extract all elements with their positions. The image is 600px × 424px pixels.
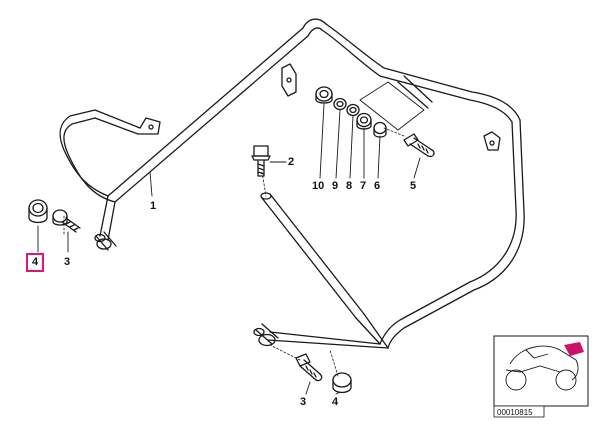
motorcycle-thumbnail (505, 345, 579, 391)
bolt-bottom (295, 353, 323, 382)
bottom-front-sleeve (253, 323, 279, 347)
leader-part-1 (149, 171, 153, 197)
thumbnail-reference-code: 00010815 (497, 408, 533, 417)
alignment-lines (63, 127, 405, 377)
callout-part-2[interactable]: 2 (288, 156, 295, 168)
callout-part-7[interactable]: 7 (360, 180, 367, 192)
bolt-part-5 (403, 133, 435, 158)
bolt-part-2 (251, 145, 271, 177)
callout-part-3-bottom[interactable]: 3 (300, 396, 307, 408)
thumbnail-box (493, 335, 589, 418)
callout-part-10[interactable]: 10 (312, 180, 325, 192)
callout-part-9[interactable]: 9 (332, 180, 339, 192)
crash-bar-right-top-rail (321, 23, 521, 123)
leader-part-3-bottom (305, 381, 311, 395)
callout-part-4-left[interactable]: 4 (26, 253, 45, 272)
bolt-left (52, 209, 81, 233)
hardware-connection-box (359, 81, 425, 131)
crash-bar-lower-stay (260, 192, 389, 349)
crash-bar-right-lower-loop (267, 119, 525, 349)
thumbnail-highlight (564, 342, 584, 356)
mount-tab-left (137, 117, 161, 135)
callout-part-1[interactable]: 1 (150, 200, 157, 212)
callout-part-8[interactable]: 8 (346, 180, 353, 192)
callout-part-3-left[interactable]: 3 (64, 256, 71, 268)
leader-part-4-bottom (335, 391, 341, 395)
callout-part-4-bottom[interactable]: 4 (332, 396, 339, 408)
cap-nut-bottom (332, 372, 352, 394)
mount-tab-upper (281, 63, 297, 97)
callout-part-5[interactable]: 5 (410, 180, 417, 192)
mount-tab-right (483, 131, 501, 151)
callout-part-6[interactable]: 6 (374, 180, 381, 192)
cap-nut-left (28, 199, 48, 224)
hardware-leaders (319, 103, 421, 179)
crash-bar-left-tube (59, 18, 327, 241)
left-lower-sleeve (94, 231, 117, 251)
